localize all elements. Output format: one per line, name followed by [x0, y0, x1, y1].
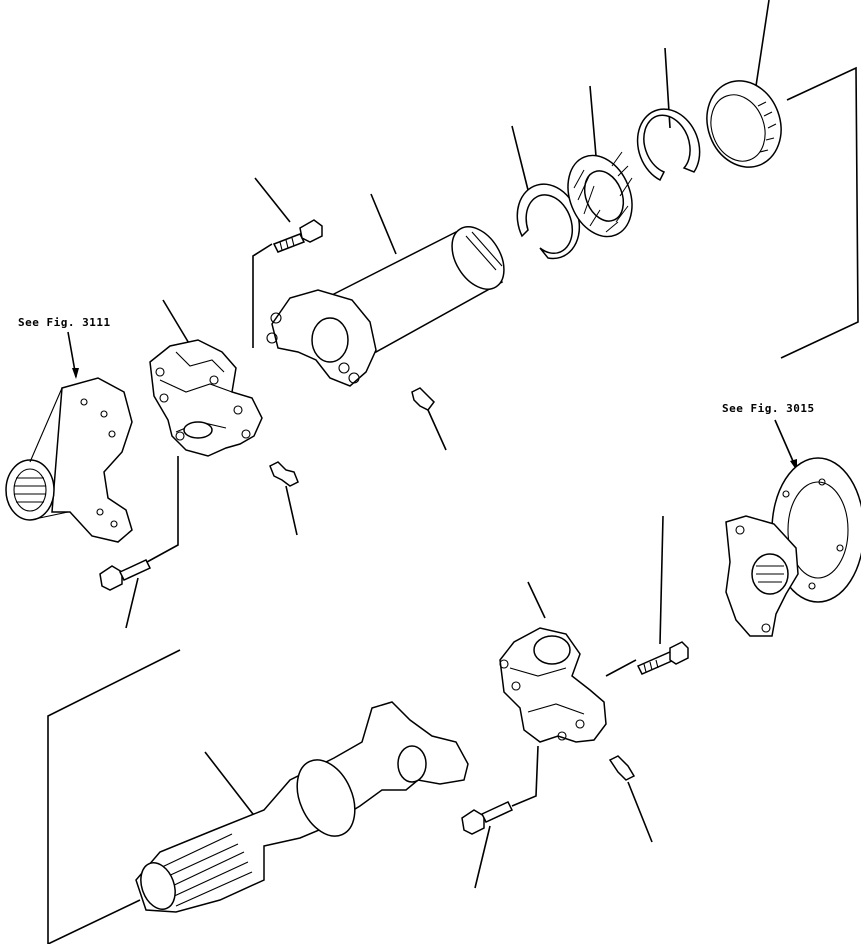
universal-joint-spider-lower — [499, 627, 607, 743]
spider-upper-body — [149, 339, 263, 457]
bolt-upper-shank — [272, 233, 306, 253]
seal-ring — [706, 80, 782, 168]
leader-bolt-lower — [125, 577, 139, 629]
yoke-flange-splines — [14, 477, 46, 503]
shaft-yoke-bore — [397, 745, 427, 783]
leader-bolt-upper — [254, 177, 291, 223]
leader-lines — [47, 0, 859, 944]
shaft-splines — [159, 833, 253, 907]
bolt-upper-head — [299, 219, 323, 243]
spider-lower-body — [499, 627, 607, 743]
bearing-hatch — [573, 151, 633, 233]
leader-shaft — [204, 751, 257, 819]
bearing — [567, 151, 633, 238]
bolt-lower-left — [99, 559, 152, 591]
leader-tube — [370, 193, 397, 255]
leader-bolt-lower-2 — [474, 825, 491, 889]
grease-fitting-left — [269, 461, 299, 487]
bolt-lower — [461, 801, 514, 835]
yoke-flange — [5, 377, 133, 543]
leader-spider-upper — [162, 299, 191, 346]
bracket-left-lower — [47, 649, 181, 944]
leader-grease-left — [285, 485, 298, 536]
leader-snap-small — [511, 125, 529, 191]
spider-lower-cap — [533, 635, 571, 665]
bolt-upper-left — [272, 219, 323, 253]
shaft-end — [140, 862, 176, 910]
tube-grooves — [465, 231, 503, 271]
tube-yoke-bore — [311, 317, 349, 363]
bolt-right — [636, 641, 689, 675]
yoke-flange-neck — [29, 387, 69, 521]
leader-bolt-bracket — [252, 243, 273, 348]
leader-bolt-lower-bracket — [146, 456, 179, 563]
yoke-flange-bore-inner — [13, 468, 47, 512]
slip-yoke-tube — [266, 226, 505, 387]
snap-ring-small — [516, 183, 581, 260]
reference-label-fig-3015: See Fig. 3015 — [722, 402, 815, 415]
leader-bolt-right — [659, 515, 664, 645]
shaft-collar — [296, 759, 356, 837]
leader-grease-tube — [427, 409, 447, 451]
bracket-right-upper — [780, 66, 859, 359]
leader-spider-lower — [527, 581, 546, 619]
leader-bolt-right-link — [605, 659, 637, 677]
leader-bolt-lower-bracket-2 — [511, 745, 539, 807]
yoke-flange-body — [51, 377, 133, 543]
grease-fitting-tube — [411, 387, 435, 411]
leader-bearing — [589, 85, 597, 157]
output-flange — [725, 457, 861, 637]
leader-seal — [755, 0, 770, 87]
spider-upper-cap — [183, 421, 213, 439]
splined-shaft-yoke — [135, 701, 469, 913]
reference-label-fig-3111: See Fig. 3111 — [18, 316, 111, 329]
grease-fitting-left-body — [269, 461, 299, 487]
universal-joint-spider-upper — [149, 339, 263, 457]
bolt-lower-head — [99, 565, 123, 591]
leader-grease-lower — [627, 781, 653, 843]
leader-fig-3015 — [774, 419, 797, 469]
arrow-fig-3111 — [72, 368, 79, 379]
bolt-lower-shank — [118, 559, 152, 581]
grease-fitting-lower — [608, 755, 636, 781]
snap-ring-large — [636, 108, 701, 182]
tube-end — [451, 226, 505, 290]
